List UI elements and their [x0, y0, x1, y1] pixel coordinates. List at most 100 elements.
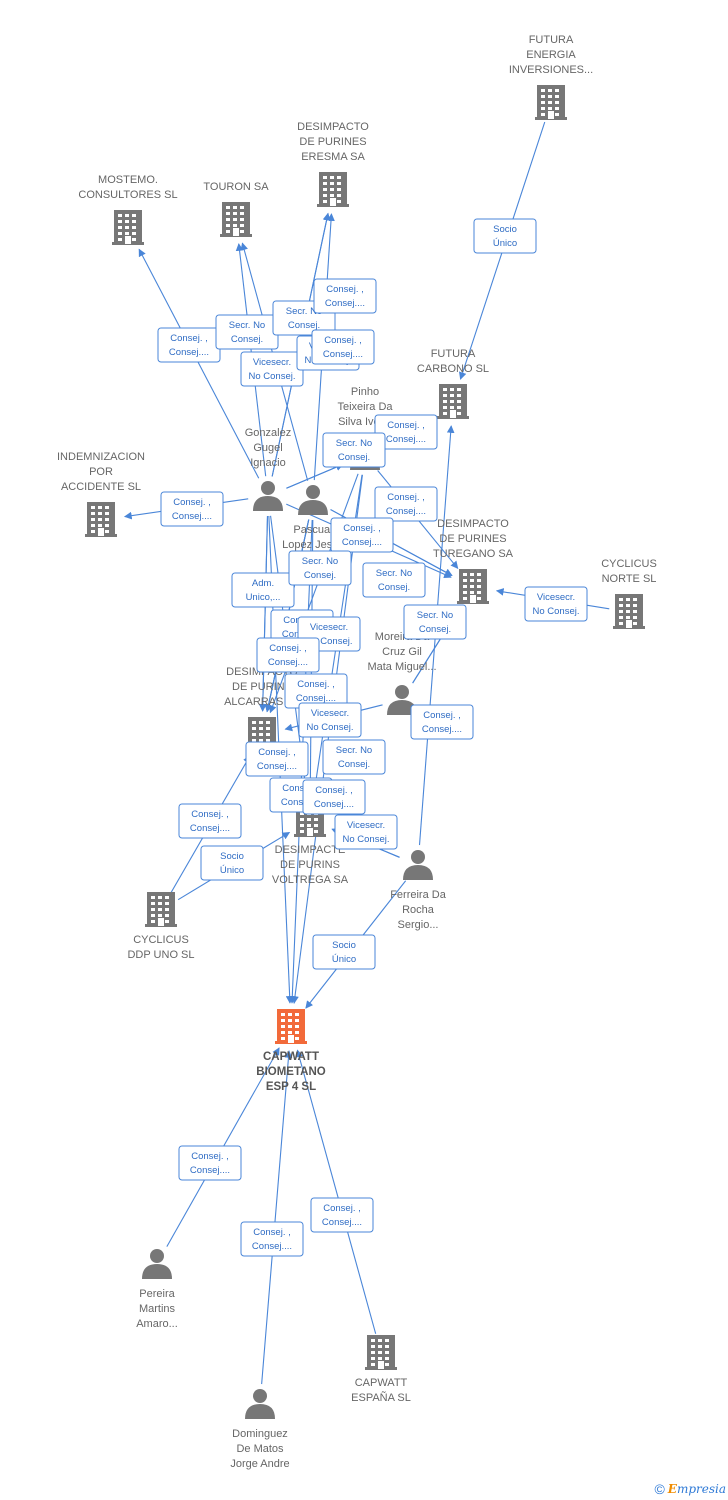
- edge-label-text: Consej. ,: [387, 492, 425, 503]
- node-futura_energia[interactable]: FUTURAENERGIAINVERSIONES...: [509, 34, 593, 120]
- edge-label-text: Vicesecr.: [347, 820, 385, 831]
- node-label: DESIMPACTE: [275, 844, 346, 856]
- edge-label-text: Consej....: [169, 347, 209, 358]
- edge-label-text: Consej. ,: [326, 284, 364, 295]
- edge-label-text: Consej....: [323, 349, 363, 360]
- node-label: Ferreira Da: [390, 889, 447, 901]
- edge-label[interactable]: Consej. ,Consej....: [410, 704, 474, 740]
- edge-label-text: Vicesecr.: [253, 357, 291, 368]
- edge-label[interactable]: Vicesecr.No Consej.: [298, 702, 362, 738]
- edge-label-text: Consej....: [296, 693, 336, 704]
- node-touron[interactable]: TOURON SA: [203, 181, 269, 237]
- edge-label-text: Consej....: [281, 797, 321, 808]
- building-icon: [613, 594, 645, 629]
- node-label: Pascual: [293, 524, 332, 536]
- edge-label[interactable]: Consej. ,Consej....: [302, 779, 366, 815]
- edge-label-text: Único: [332, 954, 356, 965]
- node-ferreira[interactable]: Ferreira DaRochaSergio...: [390, 850, 447, 931]
- node-mostemo[interactable]: MOSTEMO.CONSULTORES SL: [78, 174, 178, 245]
- edge-label[interactable]: Consej. ,Consej....: [311, 329, 375, 365]
- edge-label[interactable]: Consej. ,Consej....: [310, 1197, 374, 1233]
- node-label: DESIMPACTO: [297, 121, 369, 133]
- node-label: CAPWATT: [355, 1377, 408, 1389]
- edge-label-text: Consej....: [190, 1165, 230, 1176]
- edge-label-text: Consej. ,: [297, 679, 335, 690]
- building-icon: [145, 892, 177, 927]
- edge-label[interactable]: Consej. ,Consej....: [330, 517, 394, 553]
- node-pereira[interactable]: PereiraMartinsAmaro...: [136, 1249, 178, 1330]
- building-icon: [275, 1009, 307, 1044]
- building-icon: [535, 85, 567, 120]
- edge-label[interactable]: Vicesecr.No Consej.: [334, 814, 398, 850]
- edge-label[interactable]: Consej. , Consej....: [178, 803, 242, 839]
- edge-label-text: Consej. ,: [191, 809, 229, 820]
- edge-label-text: Consej....: [190, 823, 230, 834]
- node-label: DESIMPACTO: [437, 518, 509, 530]
- edge-label-text: Consej....: [386, 506, 426, 517]
- node-label: ESP 4 SL: [266, 1081, 316, 1093]
- footer-brand[interactable]: © Empresia: [654, 1480, 726, 1498]
- edge-label-text: Consej. ,: [258, 747, 296, 758]
- edge-label[interactable]: Vicesecr.No Consej.: [240, 351, 304, 387]
- edge-label-text: Vicesecr.: [537, 592, 575, 603]
- node-label: POR: [89, 466, 113, 478]
- building-icon: [457, 569, 489, 604]
- edge-label-text: Consej.: [231, 334, 263, 345]
- edge-label[interactable]: Consej. , Consej....: [313, 278, 377, 314]
- edge-label-text: Secr. No: [336, 438, 372, 449]
- person-icon: [387, 685, 417, 715]
- edge-label-text: Consej.: [304, 570, 336, 581]
- edge-label[interactable]: Consej. ,Consej....: [178, 1145, 242, 1181]
- edge-label[interactable]: Consej. ,Consej....: [374, 414, 438, 450]
- edge-label-text: Socio: [220, 851, 244, 862]
- node-label: ERESMA SA: [301, 151, 365, 163]
- person-icon: [403, 850, 433, 880]
- edge-label-text: Consej....: [325, 298, 365, 309]
- edge-label[interactable]: Consej. ,Consej....: [240, 1221, 304, 1257]
- edge-label-text: No Consej.: [307, 722, 354, 733]
- brand-logo[interactable]: Empresia: [667, 1482, 726, 1496]
- edge-label[interactable]: Consej. ,Consej....: [157, 327, 221, 363]
- edge-label-text: Socio: [493, 224, 517, 235]
- node-label: Pinho: [351, 386, 379, 398]
- edge-line: [286, 463, 344, 489]
- person-icon: [298, 485, 328, 515]
- edge-label[interactable]: Consej. ,Consej....: [160, 491, 224, 527]
- edge-label[interactable]: Consej. , Consej....: [245, 741, 309, 777]
- edge-label[interactable]: Adm.Unico,...: [231, 572, 295, 608]
- edge-label[interactable]: Consej. , Consej....: [374, 486, 438, 522]
- edge-label-text: Consej.: [288, 320, 320, 331]
- edge-label[interactable]: Vicesecr.No Consej.: [524, 586, 588, 622]
- edge-label-text: Secr. No: [417, 610, 453, 621]
- node-label: DDP UNO SL: [127, 949, 194, 961]
- edge-label-text: Consej. ,: [173, 497, 211, 508]
- node-label: Ignacio: [250, 457, 285, 469]
- edge-label-text: Consej. ,: [269, 643, 307, 654]
- edge-label-text: Consej....: [257, 761, 297, 772]
- node-label: TOURON SA: [203, 181, 269, 193]
- edge-label[interactable]: Consej. ,Consej....: [256, 637, 320, 673]
- node-label: DE PURINES: [439, 533, 506, 545]
- edge-label-text: No Consej.: [306, 636, 353, 647]
